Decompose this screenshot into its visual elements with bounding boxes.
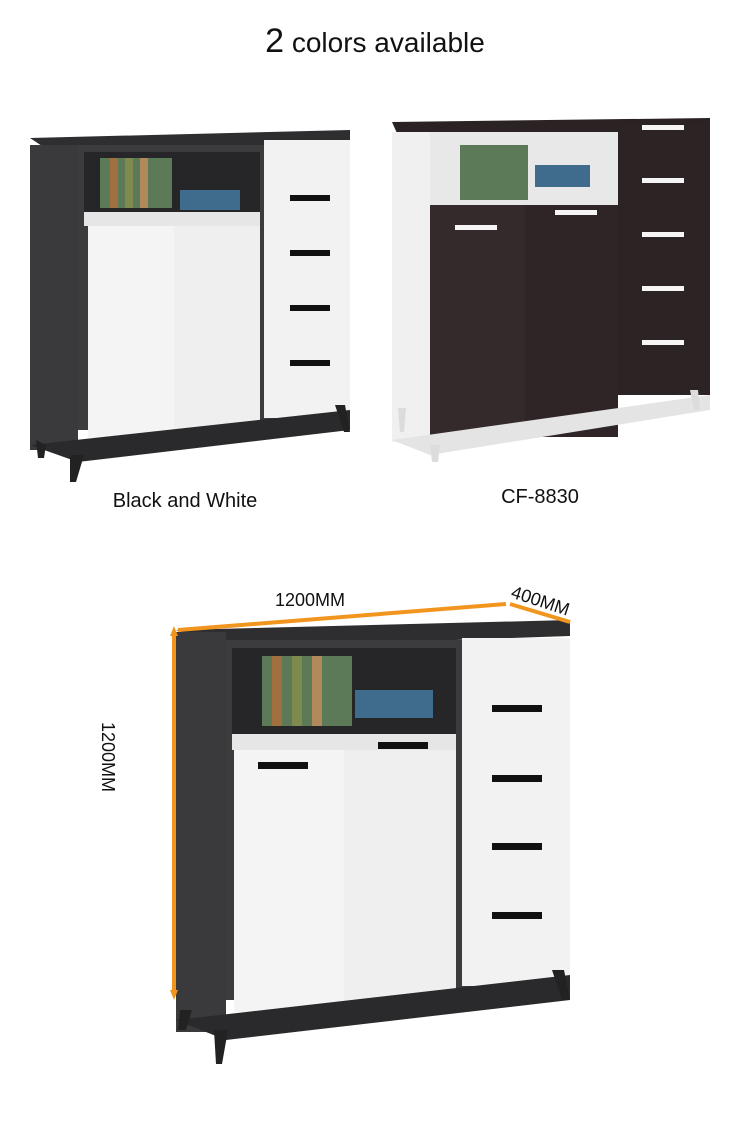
cabinet-cf-8830 bbox=[392, 118, 710, 462]
dimension-width-label: 1200MM bbox=[275, 590, 346, 610]
headline-count: 2 bbox=[265, 22, 285, 60]
dimension-height-label: 1200MM bbox=[98, 722, 118, 793]
cabinet-black-white bbox=[30, 130, 350, 482]
cabinet-dimensioned bbox=[170, 602, 571, 1064]
headline: 2 colors available bbox=[0, 22, 750, 61]
headline-text: colors available bbox=[284, 27, 485, 58]
caption-black-and-white: Black and White bbox=[112, 490, 258, 512]
caption-cf-8830: CF-8830 bbox=[501, 486, 579, 508]
